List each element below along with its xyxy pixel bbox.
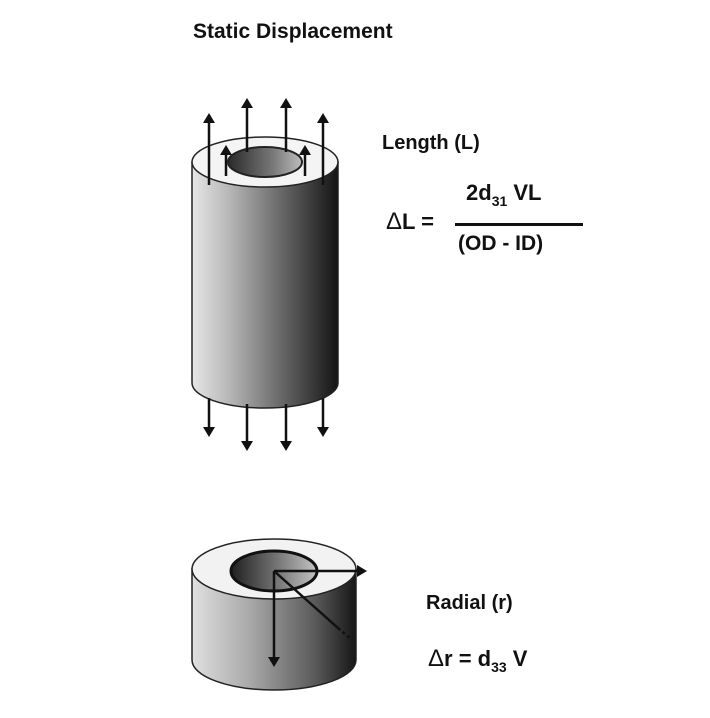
fraction-bar (455, 223, 583, 226)
numerator-subscript: 31 (491, 193, 508, 209)
delta-symbol: Δ (428, 645, 445, 672)
diagram-title: Static Displacement (193, 20, 393, 43)
radial-arrows (268, 565, 367, 667)
radial-label: Radial (r) (426, 592, 513, 614)
length-equation-lhs: ΔL = (386, 208, 434, 236)
radial-subscript: 33 (491, 659, 507, 675)
delta-symbol: Δ (386, 208, 403, 235)
length-numerator: 2d31 VL (466, 180, 542, 209)
numerator-suffix: VL (507, 180, 542, 205)
length-lhs-text: L = (402, 209, 435, 234)
numerator-prefix: 2d (466, 180, 492, 205)
radial-equation: Δr = d33 V (428, 645, 527, 675)
radial-rhs-text: V (506, 646, 528, 671)
length-denominator: (OD - ID) (458, 232, 544, 255)
length-arrows-down (203, 398, 329, 451)
radial-lhs-text: r = d (444, 646, 492, 671)
length-arrows-up (203, 98, 329, 185)
length-tube (191, 136, 339, 409)
length-label: Length (L) (382, 132, 480, 154)
